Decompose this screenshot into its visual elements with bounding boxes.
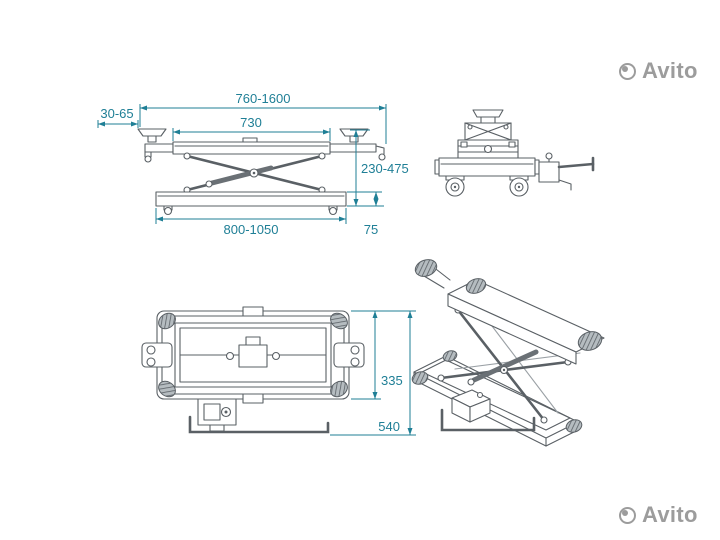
hydraulic-cylinder — [471, 349, 539, 383]
base-frame — [434, 157, 540, 177]
caster-wheel — [158, 312, 176, 330]
top-beam-platform — [174, 306, 332, 404]
caster-wheel — [565, 419, 583, 433]
dim-base-length-label: 800-1050 — [224, 222, 279, 237]
caster-wheel-left — [445, 175, 465, 197]
hydraulic-cylinder — [209, 165, 274, 186]
avito-watermark-top: Avito — [619, 58, 698, 84]
hydraulic-pump — [440, 389, 536, 432]
caster-wheel-right — [509, 175, 529, 197]
scissor-mechanism — [183, 152, 326, 194]
base-wheel-left — [163, 206, 173, 216]
pump-handle — [557, 162, 595, 169]
dim-beam-length-label: 730 — [240, 115, 262, 130]
dim-base-height-label: 75 — [364, 222, 378, 237]
lift-pad-right — [339, 128, 369, 143]
avito-logo-icon — [619, 506, 636, 524]
avito-logo-icon — [619, 62, 636, 80]
pump-handle — [188, 415, 330, 434]
extension-arm-right — [329, 143, 386, 161]
base-frame — [155, 191, 347, 216]
dim-overall-span-label: 760-1600 — [236, 91, 291, 106]
dimension-lines: 335 540 — [330, 310, 416, 436]
hydraulic-pump — [188, 398, 330, 434]
roller-right — [378, 153, 386, 161]
hydraulic-pump — [538, 152, 595, 191]
caster-wheel — [158, 380, 176, 398]
base-frame — [411, 350, 583, 447]
dim-pad-height-label: 30-65 — [100, 106, 133, 121]
watermark-text: Avito — [642, 502, 698, 527]
dim-frame-width-label: 335 — [381, 373, 403, 388]
watermark-text: Avito — [642, 58, 698, 83]
top-beam — [447, 279, 605, 365]
release-valve — [545, 152, 553, 160]
pump-handle — [440, 408, 536, 432]
lift-pad — [472, 109, 504, 124]
lift-pad-right — [333, 342, 365, 368]
caster-wheel — [330, 380, 348, 398]
dim-overall-width-label: 540 — [378, 419, 400, 434]
caster-wheel — [330, 312, 348, 330]
lift-pad-rear — [465, 278, 487, 294]
top-view: 335 540 — [141, 306, 416, 436]
caster-wheel — [411, 371, 429, 385]
roller-left — [144, 155, 152, 163]
caster-wheel — [442, 350, 458, 362]
front-view: 760-1600 30-65 730 800-1050 230-475 7 — [97, 91, 409, 237]
extension-arm-left — [144, 143, 174, 163]
lift-pad-front — [577, 331, 603, 351]
side-view — [434, 109, 595, 197]
isometric-view — [411, 259, 605, 447]
base-wheel-right — [328, 206, 338, 216]
foot-pedal — [558, 179, 572, 191]
scissor-mechanism — [437, 306, 572, 424]
scissor-end — [457, 122, 519, 159]
dim-lift-height-label: 230-475 — [361, 161, 409, 176]
caster-wheel — [414, 259, 438, 277]
lift-pad-left — [137, 128, 167, 143]
top-beam — [172, 137, 331, 155]
avito-watermark-bottom: Avito — [619, 502, 698, 528]
lift-pad-left — [141, 342, 173, 368]
dimension-lines: 760-1600 30-65 730 800-1050 230-475 7 — [97, 91, 409, 237]
rear-caster — [414, 259, 451, 289]
